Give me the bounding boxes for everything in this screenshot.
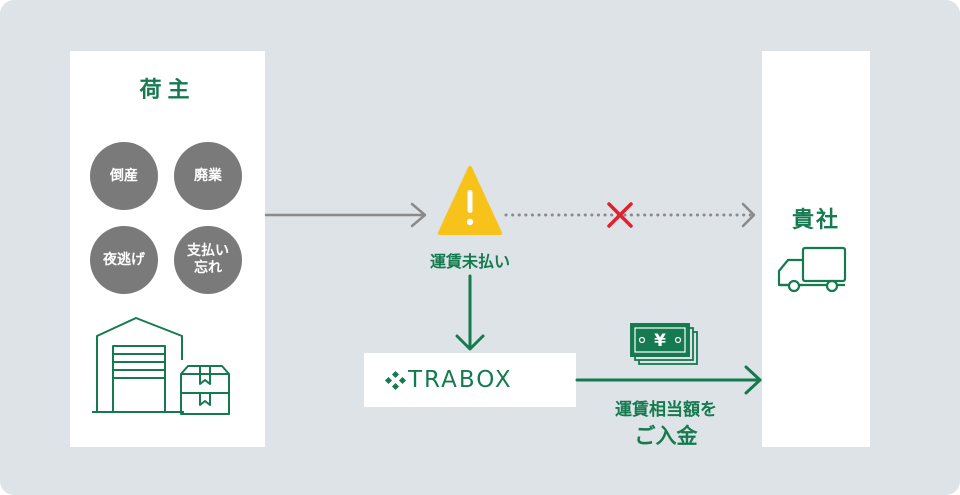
arrow-shipper-to-warning [264, 202, 427, 228]
banknote-icon [630, 323, 698, 365]
currency-symbol: ¥ [654, 331, 666, 351]
warning-icon [438, 166, 502, 235]
trabox-mark-icon [384, 370, 407, 391]
cause-business-closure: 廃業 [174, 142, 242, 210]
cause-forgot-payment: 支払い 忘れ [174, 226, 242, 294]
trabox-logo-box [364, 353, 576, 407]
cause-absconding: 夜逃げ [90, 226, 158, 294]
company-title: 貴社 [791, 208, 840, 233]
truck-icon [777, 246, 847, 293]
warehouse-icon [92, 317, 184, 413]
payment-label-line2: ご入金 [634, 424, 698, 448]
payment-label-line1: 運賃相当額を [615, 400, 717, 420]
trabox-logo-text: TRABOX [408, 367, 513, 393]
cross-icon [607, 202, 633, 228]
unpaid-label: 運賃未払い [429, 252, 510, 271]
arrow-warning-to-company-dotted [504, 202, 756, 228]
cardboard-box-icon [180, 365, 230, 415]
shipper-title: 荷主 [139, 78, 196, 103]
cause-bankruptcy: 倒産 [90, 142, 158, 210]
arrow-trabox-to-company [575, 365, 762, 395]
arrow-down-to-trabox [455, 274, 485, 351]
